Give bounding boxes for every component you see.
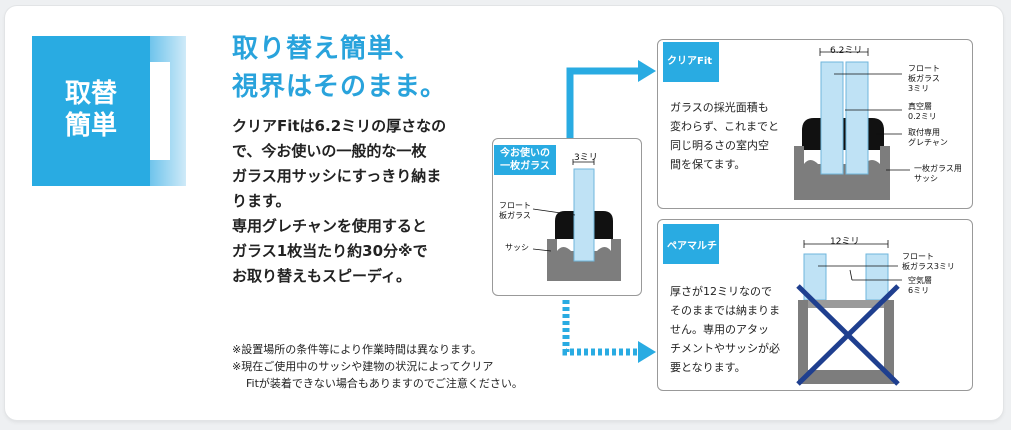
clear-fit-tag: クリアFit	[663, 42, 719, 82]
headline-line2: 視界はそのまま。	[232, 72, 447, 102]
clear-fit-card: クリアFit ガラスの採光面積も 変わらず、これまでと 同じ明るさの室内空 間を…	[657, 39, 973, 209]
label-line: 6ミリ	[908, 286, 930, 295]
label-single-glass-sash: 一枚ガラス用 サッシ	[914, 164, 962, 184]
footnote-2-continued: Fitが装着できない場合もありますのでご注意ください。	[246, 377, 523, 390]
desc-line: 変わらず、これまでと	[670, 120, 780, 133]
footnote-1: ※設置場所の条件等により作業時間は異なります。	[232, 343, 482, 356]
current-glass-card: 今お使いの 一枚ガラス 3ミリ フロート 板ガラス サッシ	[492, 138, 642, 296]
pair-multi-card: ペアマルチ 厚さが12ミリなので そのままでは納まりま せん。専用のアタッ チメ…	[657, 219, 973, 391]
label-glazing-channel: 取付専用 グレチャン	[908, 128, 948, 148]
body-line: ります。	[232, 192, 291, 210]
label-air-layer: 空気層 6ミリ	[908, 276, 932, 296]
label-line: グレチャン	[908, 138, 948, 147]
tag-line: 一枚ガラス	[500, 161, 550, 172]
desc-line: そのままでは納まりま	[670, 304, 780, 317]
body-line: で、今お使いの一般的な一枚	[232, 142, 427, 160]
arrow-right-icon	[566, 60, 656, 138]
footnotes: ※設置場所の条件等により作業時間は異なります。 ※現在ご使用中のサッシや建物の状…	[232, 341, 542, 392]
desc-line: せん。専用のアタッ	[670, 323, 769, 336]
pair-multi-tag: ペアマルチ	[663, 224, 719, 264]
label-line: フロート	[908, 64, 940, 73]
tag-line: 今お使いの	[500, 148, 550, 159]
desc-line: 同じ明るさの室内空	[670, 139, 769, 152]
clear-fit-description: ガラスの採光面積も 変わらず、これまでと 同じ明るさの室内空 間を保てます。	[670, 98, 798, 174]
current-glass-dimension: 3ミリ	[574, 153, 598, 163]
body-line: ガラス用サッシにすっきり納ま	[232, 167, 442, 185]
label-line: フロート	[902, 252, 934, 261]
headline-line1: 取り替え簡単、	[232, 34, 422, 64]
badge-box: 取替 簡単	[32, 36, 150, 186]
badge-line1: 取替	[64, 79, 117, 109]
pair-multi-dimension: 12ミリ	[830, 237, 860, 247]
pair-multi-diagram	[796, 240, 902, 386]
desc-line: 要となります。	[670, 361, 746, 374]
cross-mark-icon	[796, 284, 900, 386]
headline: 取り替え簡単、 視界はそのまま。	[232, 30, 447, 106]
label-sash: サッシ	[505, 243, 529, 252]
desc-line: 厚さが12ミリなので	[670, 285, 772, 298]
body-line: ガラス1枚当たり約30分※で	[232, 242, 428, 260]
label-float-glass: フロート 板ガラス	[499, 201, 531, 221]
dotted-arrow-right-icon	[562, 300, 656, 363]
body-line: クリアFitは6.2ミリの厚さなの	[232, 117, 447, 135]
desc-line: ガラスの採光面積も	[670, 101, 769, 114]
badge-line2: 簡単	[64, 111, 117, 141]
body-line: お取り替えもスピーディ。	[232, 267, 411, 285]
label-line: 3ミリ	[908, 84, 930, 93]
label-line: 板ガラス	[499, 211, 531, 220]
clear-fit-dimension: 6.2ミリ	[830, 46, 863, 56]
label-vacuum-layer: 真空層 0.2ミリ	[908, 102, 937, 122]
label-line: 取付専用	[908, 128, 940, 137]
label-line: 真空層	[908, 102, 932, 111]
label-line: フロート	[499, 201, 531, 210]
desc-line: チメントやサッシが必	[670, 342, 780, 355]
current-glass-diagram	[532, 159, 621, 281]
label-float-glass-3mm: フロート 板ガラス 3ミリ	[908, 64, 940, 94]
label-line: 0.2ミリ	[908, 112, 937, 121]
label-line: 一枚ガラス用	[914, 164, 962, 173]
label-line: 空気層	[908, 276, 932, 285]
label-line: 板ガラス	[908, 74, 940, 83]
label-line: 板ガラス3ミリ	[902, 262, 955, 271]
body-line: 専用グレチャンを使用すると	[232, 217, 427, 235]
badge-notch	[150, 62, 170, 160]
body-text: クリアFitは6.2ミリの厚さなの で、今お使いの一般的な一枚 ガラス用サッシに…	[232, 114, 477, 289]
clear-fit-diagram	[794, 48, 910, 200]
desc-line: 間を保てます。	[670, 158, 746, 171]
badge-text: 取替 簡単	[32, 78, 150, 142]
pair-multi-description: 厚さが12ミリなので そのままでは納まりま せん。専用のアタッ チメントやサッシ…	[670, 282, 790, 377]
label-line: サッシ	[914, 174, 938, 183]
current-glass-tag: 今お使いの 一枚ガラス	[494, 145, 556, 175]
footnote-2: ※現在ご使用中のサッシや建物の状況によってクリア	[232, 360, 494, 373]
label-float-glass-3mm: フロート 板ガラス3ミリ	[902, 252, 955, 272]
